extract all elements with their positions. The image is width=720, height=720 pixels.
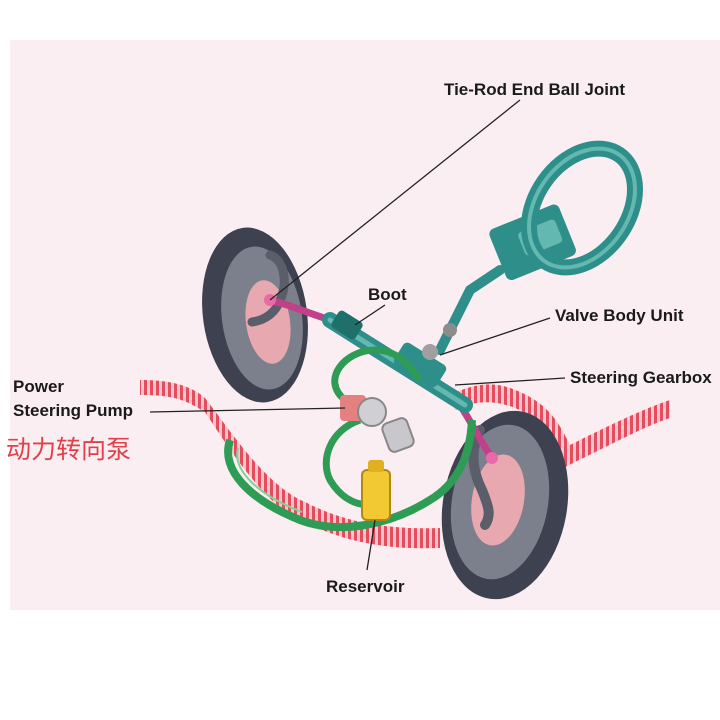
label-tie-rod-end-ball-joint: Tie-Rod End Ball Joint <box>444 80 626 99</box>
car-body-outline <box>140 380 670 549</box>
label-boot: Boot <box>368 285 407 304</box>
power-steering-pump <box>340 395 415 453</box>
steering-gearbox <box>322 310 473 413</box>
right-wheel <box>441 410 569 600</box>
hydraulic-hoses <box>224 346 476 532</box>
leader-gearbox <box>454 377 566 386</box>
leader-pump <box>149 407 346 413</box>
steering-column <box>422 140 644 360</box>
label-reservoir: Reservoir <box>326 577 405 596</box>
label-steering-gearbox: Steering Gearbox <box>570 368 712 387</box>
leader-reservoir <box>366 519 376 571</box>
leader-tie-rod <box>269 99 521 301</box>
left-wheel <box>202 227 308 403</box>
leader-lines <box>149 99 566 571</box>
label-power: Power <box>13 377 65 396</box>
label-valve-body-unit: Valve Body Unit <box>555 306 684 325</box>
leader-valve-body <box>439 317 551 356</box>
leader-boot <box>354 304 386 326</box>
chinese-caption: 动力转向泵 <box>6 435 132 464</box>
reservoir-tank <box>361 460 391 521</box>
label-steering-pump: Steering Pump <box>13 401 133 420</box>
